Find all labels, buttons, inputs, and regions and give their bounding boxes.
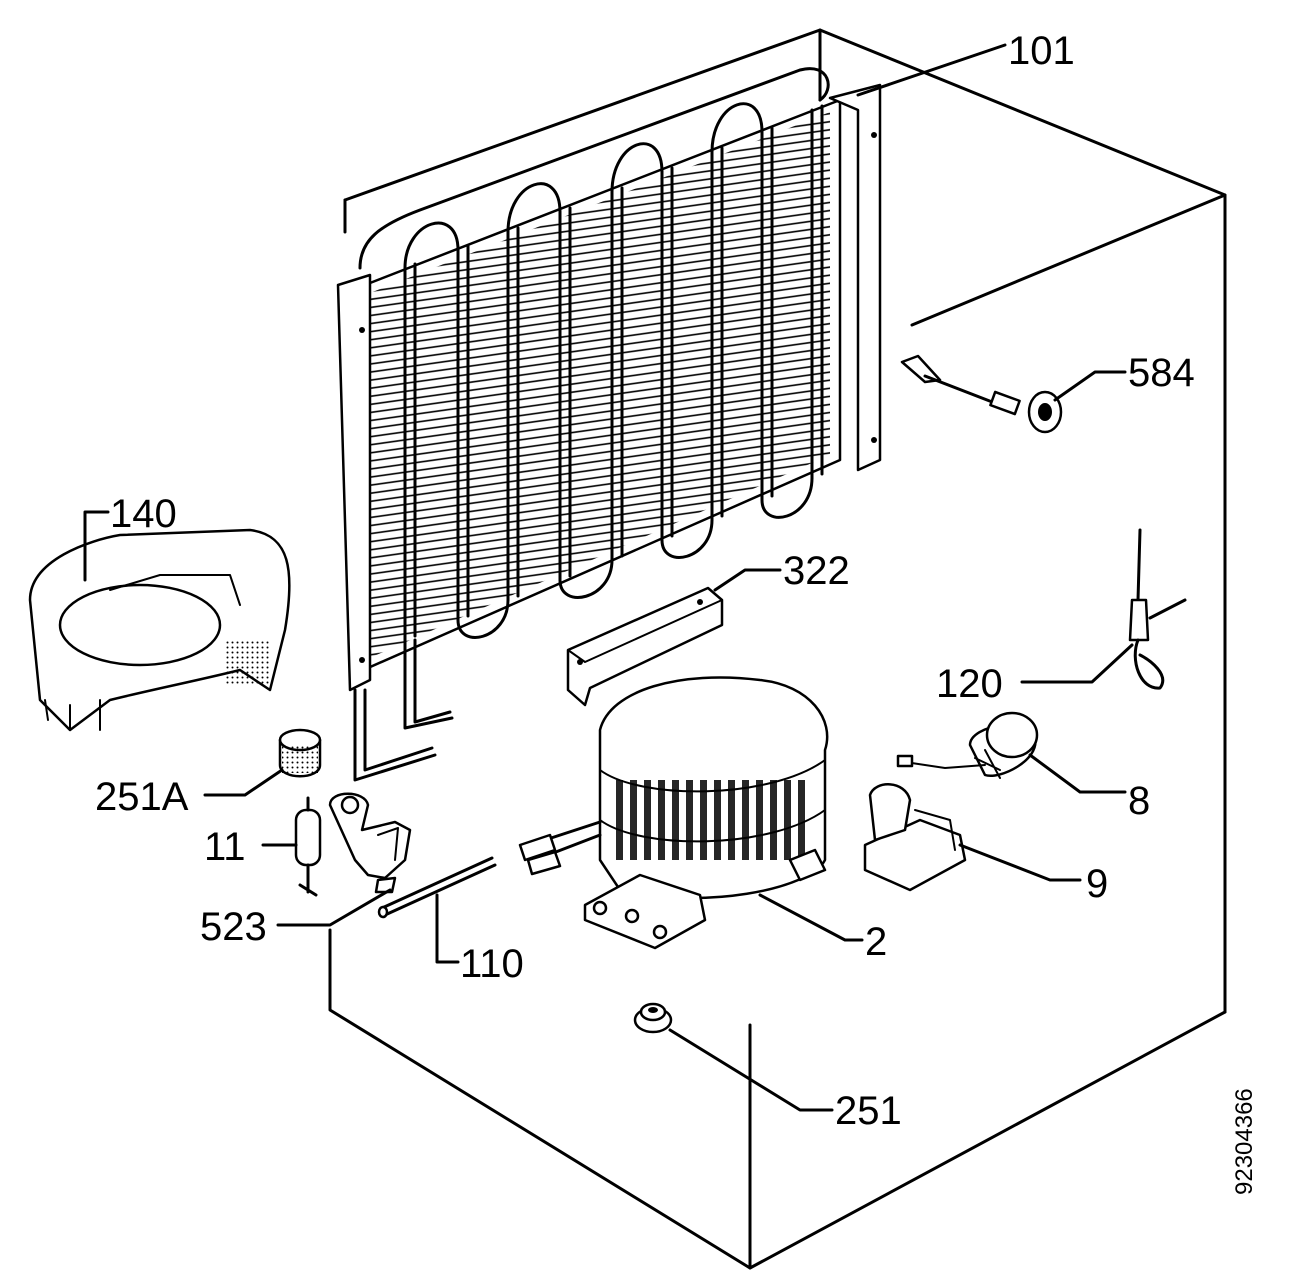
grommet-251a: [278, 728, 322, 778]
leader-9: [958, 843, 1082, 882]
clamp-523: [328, 792, 412, 894]
label-251: 251: [835, 1089, 902, 1133]
protector-8: [896, 711, 1039, 779]
drier-11: [294, 796, 322, 897]
leader-140: [83, 510, 110, 582]
bracket-322: [566, 586, 724, 707]
label-251a: 251A: [95, 775, 189, 819]
leader-251: [668, 1028, 834, 1112]
label-101: 101: [1008, 29, 1075, 73]
relay-9: [863, 783, 967, 892]
probe-584: [900, 354, 1063, 434]
label-322: 322: [783, 549, 850, 593]
cabinet-outline: [328, 28, 1227, 1270]
foot-grommet-251: [633, 1002, 673, 1034]
condenser-101: [336, 67, 882, 782]
document-number: 92304366: [1231, 1088, 1258, 1195]
label-110: 110: [460, 942, 524, 986]
label-9: 9: [1086, 862, 1108, 906]
leader-523: [276, 888, 392, 927]
leader-2: [758, 893, 864, 942]
label-140: 140: [110, 492, 177, 536]
label-120: 120: [936, 662, 1003, 706]
sensor-120: [1128, 528, 1187, 690]
drain-tray-140: [28, 528, 291, 732]
label-11: 11: [204, 825, 246, 869]
label-2: 2: [865, 920, 887, 964]
leader-251a: [203, 768, 284, 797]
label-523: 523: [200, 905, 267, 949]
tube-110: [377, 856, 497, 919]
compressor-2: [518, 676, 829, 950]
leader-lines: [83, 43, 1134, 1112]
leader-322: [713, 568, 782, 592]
part-labels: 101 584 140 322 120 8 251A 11 9 523 2 11…: [95, 29, 1258, 1195]
leader-8: [1028, 753, 1127, 794]
leader-584: [1053, 370, 1127, 402]
label-584: 584: [1128, 351, 1195, 395]
leader-101: [856, 43, 1007, 97]
label-8: 8: [1128, 779, 1150, 823]
leader-110: [435, 893, 460, 964]
leader-120: [1020, 643, 1134, 684]
